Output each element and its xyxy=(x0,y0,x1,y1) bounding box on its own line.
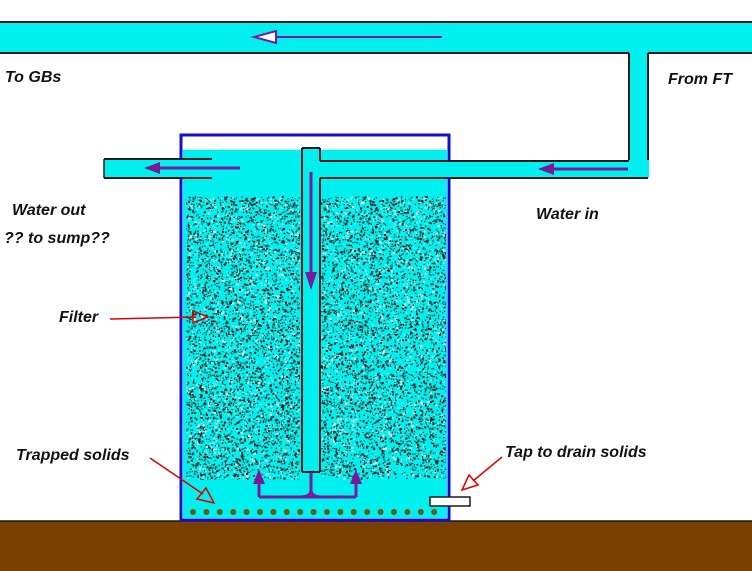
trapped-solids xyxy=(190,509,438,515)
solid-particle xyxy=(324,509,330,515)
solid-particle xyxy=(190,509,196,515)
solid-particle xyxy=(270,509,277,515)
solid-particle xyxy=(350,509,357,515)
solid-particle xyxy=(297,509,304,515)
solid-particle xyxy=(243,509,250,515)
inlet-riser-pipe xyxy=(628,52,649,178)
upflow-arrows xyxy=(253,469,362,499)
solid-particle xyxy=(391,509,397,515)
solid-particle xyxy=(216,509,223,515)
solid-particle xyxy=(310,509,317,515)
solid-particle xyxy=(377,509,384,515)
outlet-flow-arrow xyxy=(144,162,240,174)
filter-media-left xyxy=(186,196,300,480)
solid-particle xyxy=(417,509,424,515)
filter-media-right xyxy=(321,196,446,480)
ground xyxy=(0,521,752,571)
label-to-gbs: To GBs xyxy=(5,69,62,86)
central-downpipe xyxy=(301,147,321,473)
solid-particle xyxy=(364,509,371,515)
label-to-sump: ?? to sump?? xyxy=(4,230,110,247)
solid-particle xyxy=(257,509,263,515)
label-water-in: Water in xyxy=(536,206,599,223)
tap-pointer xyxy=(460,456,503,492)
solid-particle xyxy=(337,509,344,515)
solid-particle xyxy=(230,509,237,515)
drain-tap[interactable] xyxy=(429,496,471,507)
label-water-out: Water out xyxy=(12,202,86,219)
solid-particle xyxy=(431,509,438,515)
solid-particle xyxy=(283,509,290,515)
downflow-arrow xyxy=(305,172,317,290)
filter-pointer xyxy=(109,309,211,325)
return-flow-arrow xyxy=(250,29,442,45)
label-trapped-solids: Trapped solids xyxy=(16,447,130,464)
solid-particle xyxy=(404,509,411,515)
label-filter: Filter xyxy=(59,309,99,326)
trapped-solids-pointer xyxy=(149,457,216,505)
inlet-flow-arrow xyxy=(538,163,628,175)
solid-particle xyxy=(203,509,210,515)
inlet-pipe xyxy=(303,160,649,179)
label-from-ft: From FT xyxy=(668,71,732,88)
label-tap-to-drain: Tap to drain solids xyxy=(505,444,647,461)
